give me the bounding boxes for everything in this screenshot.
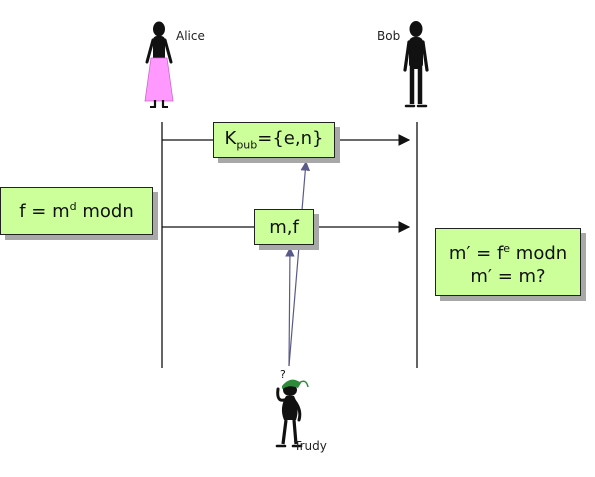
bob-label: Bob [377,29,400,43]
trudy-key-arrow [288,161,311,367]
trudy-hat [282,379,301,389]
trudy-figure: ? [275,368,309,448]
verification-line-1: m′ = fe modn [448,241,568,264]
key-label: Kpub={e,n} [224,128,324,152]
trudy-signed-arrow [285,247,295,367]
alice-figure [144,21,174,108]
trudy-label: Trudy [293,439,327,453]
alice-skirt [144,57,174,102]
verification-line-2: m′ = m? [470,265,546,287]
verification-box: m′ = fe modn m′ = m? [435,228,581,296]
signing-formula: f = md modn [19,200,134,222]
signing-formula-box: f = md modn [0,187,153,235]
signed-message-label: m,f [269,216,299,238]
trudy-question-mark: ? [280,368,286,381]
alice-label: Alice [176,29,205,43]
bob-figure [403,21,429,108]
signed-message-box: m,f [254,209,314,245]
public-key-message-box: Kpub={e,n} [213,122,335,158]
